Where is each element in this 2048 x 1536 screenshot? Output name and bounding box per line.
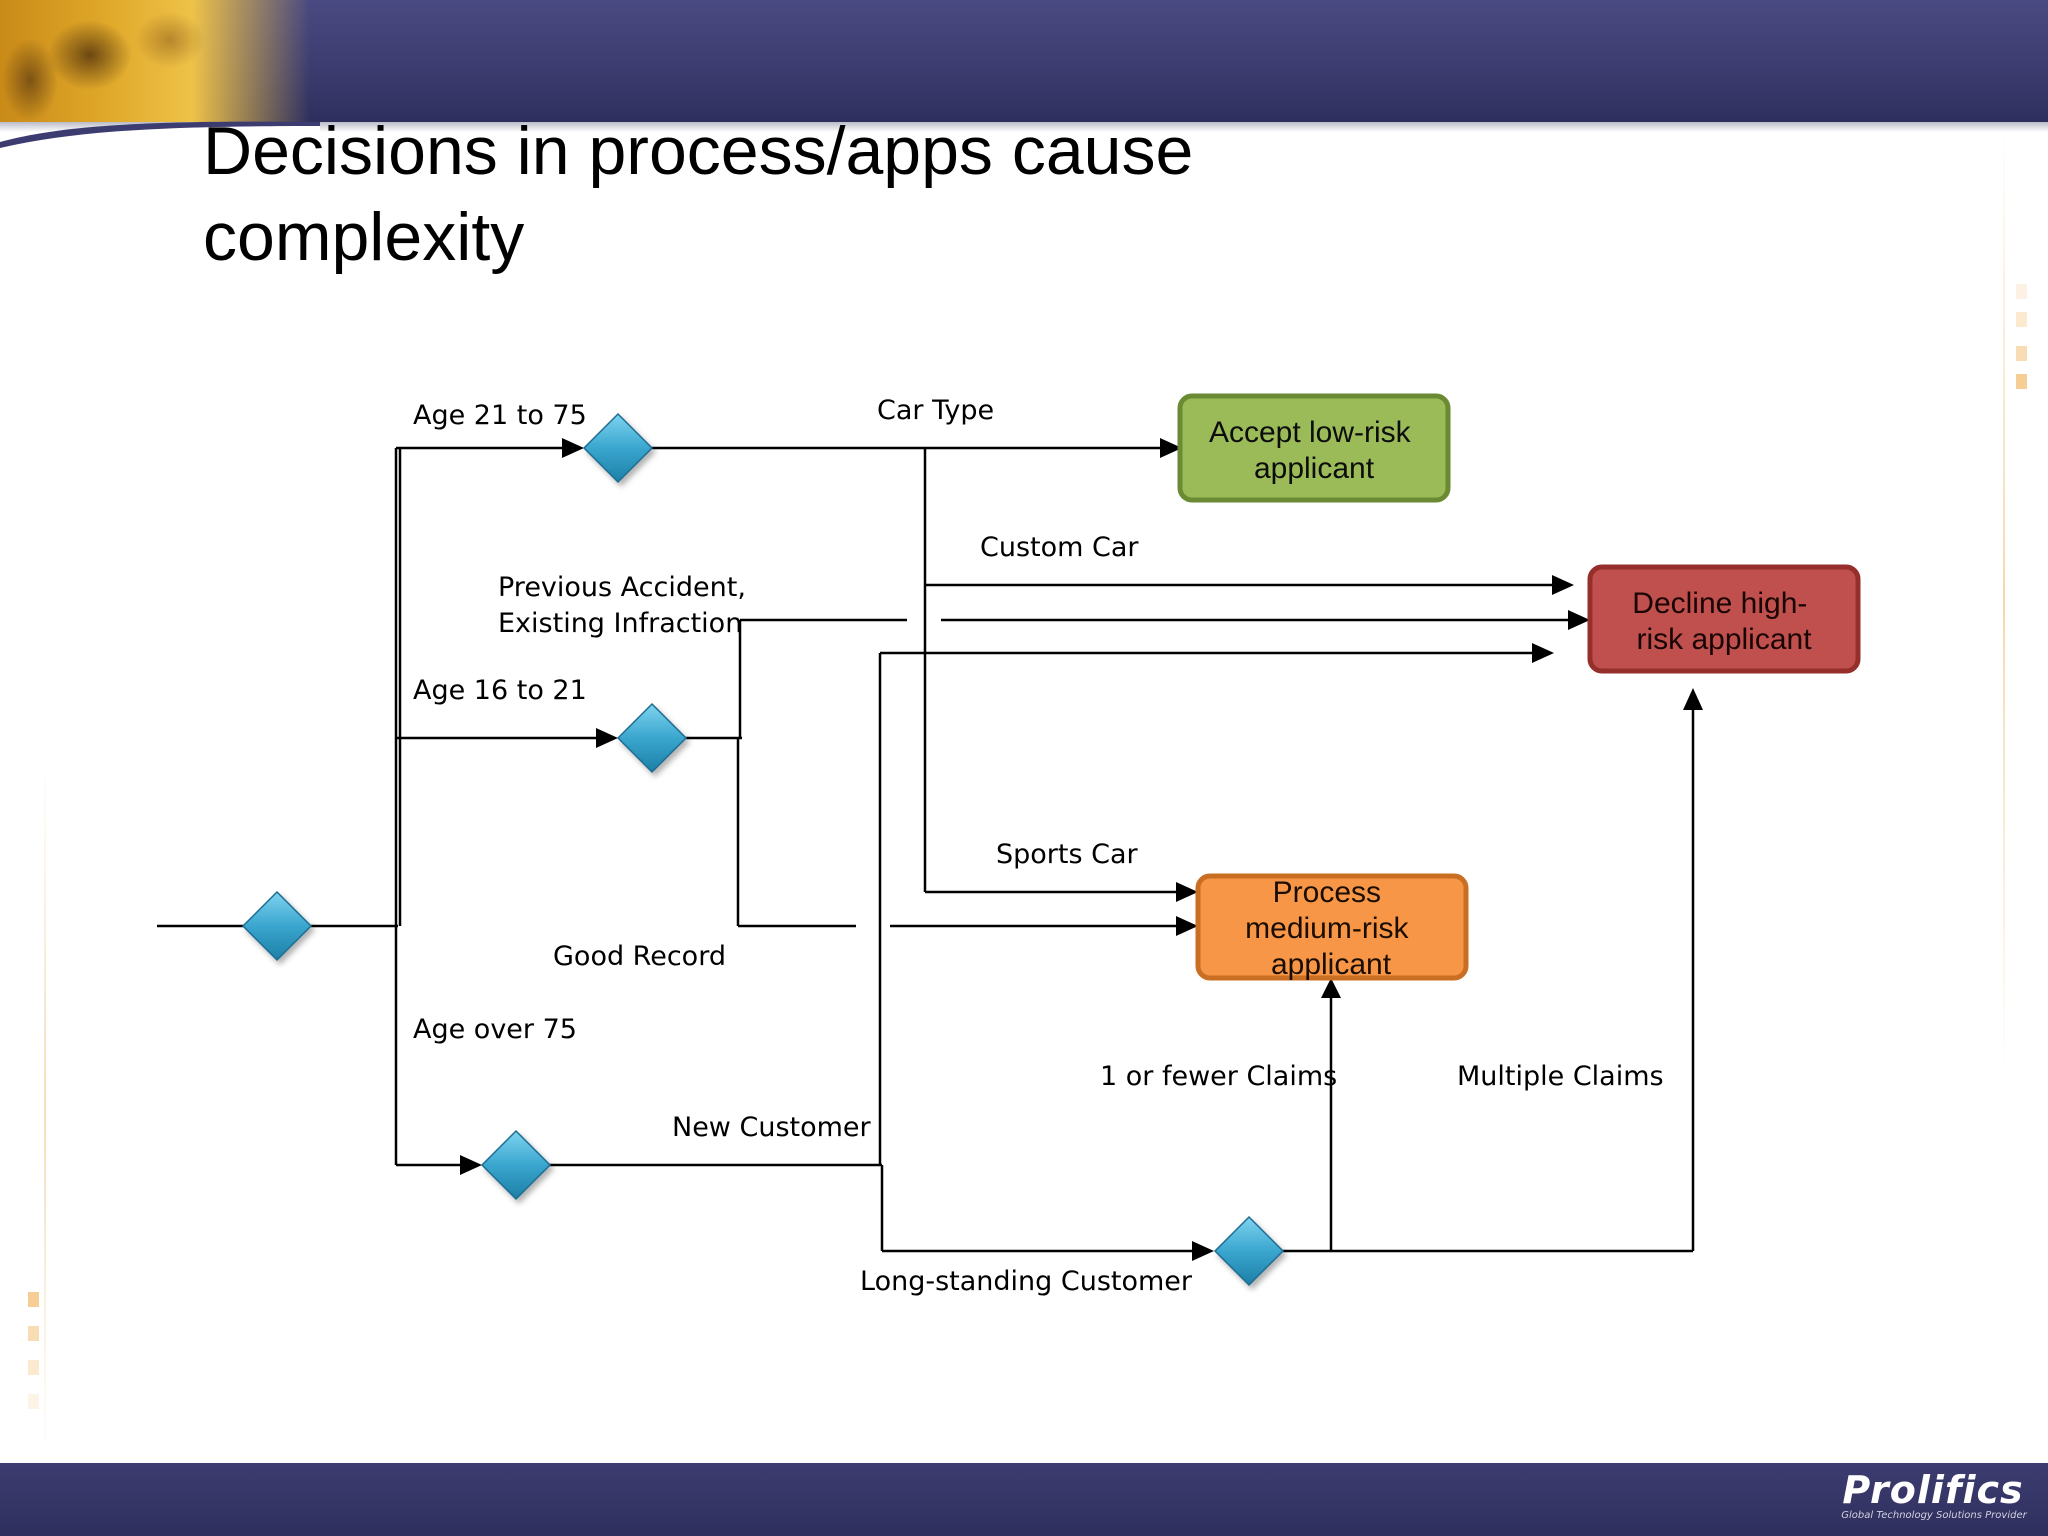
arrowhead	[1192, 1241, 1214, 1261]
accept-label-line-2: applicant	[1254, 452, 1375, 485]
arrowhead	[1176, 916, 1198, 936]
outcome-decline-high-risk: Decline high- risk applicant	[1587, 564, 1861, 674]
decision-diamond-age-21-75	[582, 412, 654, 484]
decline-label-line-2: risk applicant	[1636, 623, 1812, 656]
label-previous-accident-line-2: Existing Infraction	[498, 608, 742, 639]
label-long-standing-customer: Long-standing Customer	[860, 1266, 1193, 1297]
outcome-box-accept	[1177, 393, 1451, 503]
process-label-line-1: Process	[1273, 876, 1381, 909]
outcome-process-medium-risk: Process medium-risk applicant	[1195, 873, 1469, 981]
edge-labels: Age 21 to 75 Car Type Custom Car Previou…	[413, 395, 1664, 1297]
arrowhead	[1532, 643, 1554, 663]
accent-dot	[28, 1394, 39, 1409]
arrowhead	[1683, 688, 1703, 710]
label-age-16-21: Age 16 to 21	[413, 675, 587, 706]
label-age-21-75: Age 21 to 75	[413, 400, 587, 431]
header-photo-image	[0, 0, 310, 122]
arrowhead	[1321, 978, 1341, 998]
accent-dot	[28, 1360, 39, 1375]
company-tagline: Global Technology Solutions Provider	[1841, 1510, 2027, 1521]
outcome-box-process	[1195, 873, 1469, 981]
decision-diamond-claims	[1213, 1215, 1285, 1287]
accent-dot	[2016, 312, 2027, 327]
accent-dot	[28, 1292, 39, 1307]
label-car-type: Car Type	[877, 395, 994, 426]
label-new-customer: New Customer	[672, 1112, 872, 1143]
header-shadow	[0, 122, 2048, 132]
accent-dot	[2016, 346, 2027, 361]
page-title-line-1: Decisions in process/apps cause	[203, 113, 1194, 189]
decision-diamond-root	[241, 890, 313, 962]
accent-dot	[2016, 374, 2027, 389]
process-label-line-3: applicant	[1271, 948, 1392, 981]
svg-text:Decline high- risk app: Decline high- risk applicant	[1632, 587, 1815, 656]
outcome-box-decline	[1587, 564, 1861, 674]
page-title-line-2: complexity	[203, 199, 525, 275]
decision-diamond-age-over-75	[480, 1129, 552, 1201]
arrowhead	[1552, 575, 1574, 595]
right-accent-rule	[2003, 125, 2005, 1075]
arrowhead	[596, 728, 618, 748]
outcome-accept-low-risk: Accept low-risk applicant	[1177, 393, 1451, 503]
arrowhead	[1176, 882, 1198, 902]
accent-dot	[2016, 284, 2027, 299]
label-fewer-claims: 1 or fewer Claims	[1100, 1061, 1337, 1092]
arrowhead	[1160, 438, 1182, 458]
label-sports-car: Sports Car	[996, 839, 1139, 870]
svg-text:Process medium-risk: Process medium-risk applicant	[1245, 876, 1417, 981]
arrowhead	[1568, 610, 1590, 630]
page-title: Decisions in process/apps cause complexi…	[203, 108, 1403, 280]
footer-bar	[0, 1463, 2048, 1536]
label-previous-accident-line-1: Previous Accident,	[498, 572, 746, 603]
process-label-line-2: medium-risk	[1245, 912, 1409, 945]
accept-label-line-1: Accept low-risk	[1209, 416, 1412, 449]
decline-label-line-1: Decline high-	[1632, 587, 1807, 620]
arrowhead	[562, 438, 584, 458]
svg-text:Accept low-risk applic: Accept low-risk applicant	[1209, 416, 1419, 485]
accent-dot	[28, 1326, 39, 1341]
label-age-over-75: Age over 75	[413, 1014, 577, 1045]
decision-diamonds	[241, 412, 1285, 1287]
header-bar	[0, 0, 2048, 122]
label-custom-car: Custom Car	[980, 532, 1139, 563]
label-multiple-claims: Multiple Claims	[1457, 1061, 1664, 1092]
label-good-record: Good Record	[553, 941, 726, 972]
company-logo: Prolifics	[1842, 1468, 2024, 1512]
connectors	[157, 438, 1703, 1261]
arrowhead	[460, 1155, 482, 1175]
label-previous-accident: Previous Accident, Existing Infraction	[498, 572, 755, 639]
header-photo	[0, 0, 310, 150]
decision-diamond-age-16-21	[616, 702, 688, 774]
left-accent-rule	[44, 760, 46, 1460]
header-swoosh	[0, 121, 320, 180]
